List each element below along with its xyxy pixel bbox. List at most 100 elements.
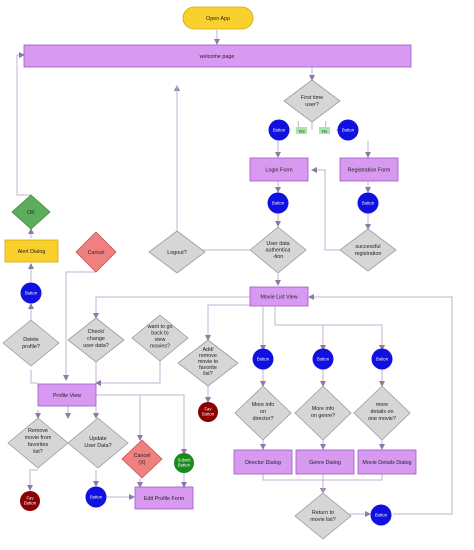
add-remove-line4: favorite <box>199 365 217 371</box>
login-submit-button[interactable]: Button <box>267 192 289 214</box>
add-remove-favorite-decision: Add/ remove movie to favorite list? <box>177 339 239 387</box>
successful-registration-decision: successful registration <box>339 228 397 272</box>
register-choice-button-label: Button <box>342 128 355 133</box>
cancel-x-node[interactable]: Cancel (X) <box>121 439 163 479</box>
remove-favorites-decision: Remove movie from favorites list? <box>7 417 69 469</box>
return-q-line2: movie list? <box>310 517 335 523</box>
login-form-node: Login Form <box>249 157 309 182</box>
update-button[interactable]: Button <box>85 486 107 508</box>
register-choice-button[interactable]: Button <box>337 119 359 141</box>
genre-q-line2: on genre? <box>311 413 335 419</box>
details-q-line3: one movie? <box>368 416 396 422</box>
check-change-user-data-decision: Check/ change user data? <box>67 317 125 363</box>
user-data-auth-line3: -tion <box>273 254 284 260</box>
edit-profile-form-label: Edit Profile Form <box>144 496 185 502</box>
delete-profile-decision: Delete profile? <box>2 319 60 367</box>
login-submit-button-label: Button <box>272 201 285 206</box>
user-data-auth-line2: authentica <box>266 248 291 254</box>
register-submit-button-label: Button <box>362 201 375 206</box>
check-change-line1: Check/ <box>88 329 105 335</box>
login-form-label: Login Form <box>265 168 293 174</box>
delete-profile-line1: Delete <box>23 337 39 343</box>
movie-details-dialog-label: Movie Details Dialog <box>362 460 411 466</box>
details-q-line1: more <box>376 402 388 408</box>
user-data-auth-decision: User data authentica -tion <box>249 226 307 274</box>
director-q-line1: More info <box>252 402 274 408</box>
return-button[interactable]: Button <box>370 504 392 526</box>
check-change-line2: change <box>87 336 105 342</box>
fav-button-movie-line1: Fav <box>205 407 213 412</box>
edit-profile-form-node: Edit Profile Form <box>134 486 194 510</box>
first-time-user-line2: user? <box>305 102 319 108</box>
remove-fav-line3: favorites <box>28 442 49 448</box>
register-submit-button[interactable]: Button <box>357 192 379 214</box>
profile-view-label: Profile View <box>53 393 81 399</box>
cancel-x-line1: Cancel <box>134 453 151 459</box>
want-back-line2: back to <box>151 331 168 337</box>
return-button-label: Button <box>375 513 388 518</box>
logout-decision: Logout? <box>148 230 206 274</box>
yes-tag: Yes <box>296 127 307 134</box>
update-button-label: Button <box>90 495 103 500</box>
add-remove-line1: Add/ <box>202 347 214 353</box>
return-q-line1: Return to <box>312 510 334 516</box>
genre-dialog-label: Genre Dialog <box>309 460 341 466</box>
remove-fav-line4: list? <box>33 449 43 455</box>
want-back-line4: movies? <box>150 344 170 350</box>
genre-button[interactable]: Button <box>312 348 334 370</box>
alert-button[interactable]: Button <box>20 282 42 304</box>
user-data-auth-line1: User data <box>266 241 289 247</box>
genre-q-line1: More info <box>312 406 334 412</box>
movie-details-dialog-node: Movie Details Dialog <box>357 449 417 475</box>
update-user-line1: Update <box>89 436 106 442</box>
submit-button[interactable]: Submit Button <box>174 453 194 473</box>
connectors <box>16 30 453 517</box>
yes-tag-label: Yes <box>298 128 305 133</box>
movie-list-view-node: Movie List View <box>249 286 309 307</box>
update-user-line2: User Data? <box>84 443 111 449</box>
fav-button-movie[interactable]: Fav Button <box>198 402 218 422</box>
details-button-label: Button <box>376 357 389 362</box>
add-remove-line3: movie to <box>198 359 218 365</box>
genre-dialog-node: Genre Dialog <box>295 449 355 475</box>
details-q-line2: details on <box>370 409 393 415</box>
add-remove-line5: list? <box>203 371 213 377</box>
successful-registration-line1: successful <box>355 244 380 250</box>
alert-button-label: Button <box>25 291 38 296</box>
director-dialog-node: Director Dialog <box>233 449 293 475</box>
director-q-line2: on <box>260 409 266 415</box>
fav-button-profile-line1: Fav <box>27 496 35 501</box>
first-time-user-line1: First time <box>301 95 323 101</box>
cancel-alert-node[interactable]: Cancel <box>75 231 117 273</box>
login-choice-button-label: Button <box>273 128 286 133</box>
update-user-data-decision: Update User Data? <box>67 417 129 469</box>
director-button[interactable]: Button <box>252 348 274 370</box>
profile-view-node: Profile View <box>37 383 97 407</box>
remove-fav-line2: movie from <box>25 435 52 441</box>
return-movie-list-decision: Return to movie list? <box>294 492 352 540</box>
director-button-label: Button <box>257 357 270 362</box>
more-info-director-decision: More info on director? <box>234 385 292 441</box>
open-app-label: Open App <box>206 16 230 22</box>
add-remove-line2: remove <box>199 353 217 359</box>
login-choice-button[interactable]: Button <box>268 119 290 141</box>
ok-node[interactable]: OK <box>11 194 51 230</box>
logout-label: Logout? <box>167 250 187 256</box>
no-tag: No <box>319 127 330 134</box>
cancel-x-line2: (X) <box>138 460 145 466</box>
details-button[interactable]: Button <box>371 348 393 370</box>
cancel-alert-label: Cancel <box>88 250 105 256</box>
more-info-genre-decision: More info on genre? <box>294 385 352 441</box>
fav-button-profile-line2: Button <box>24 501 37 506</box>
fav-button-profile[interactable]: Fav Button <box>20 491 40 511</box>
director-dialog-label: Director Dialog <box>245 460 281 466</box>
submit-button-line2: Button <box>178 463 191 468</box>
alert-dialog-label: Alert Dialog <box>18 249 46 255</box>
successful-registration-line2: registration <box>355 251 382 257</box>
movie-list-view-label: Movie List View <box>260 295 297 301</box>
registration-form-node: Registration Form <box>339 157 399 182</box>
remove-fav-line1: Remove <box>28 428 48 434</box>
welcome-page-node: welcome page <box>23 44 412 68</box>
alert-dialog-node: Alert Dialog <box>4 239 59 263</box>
